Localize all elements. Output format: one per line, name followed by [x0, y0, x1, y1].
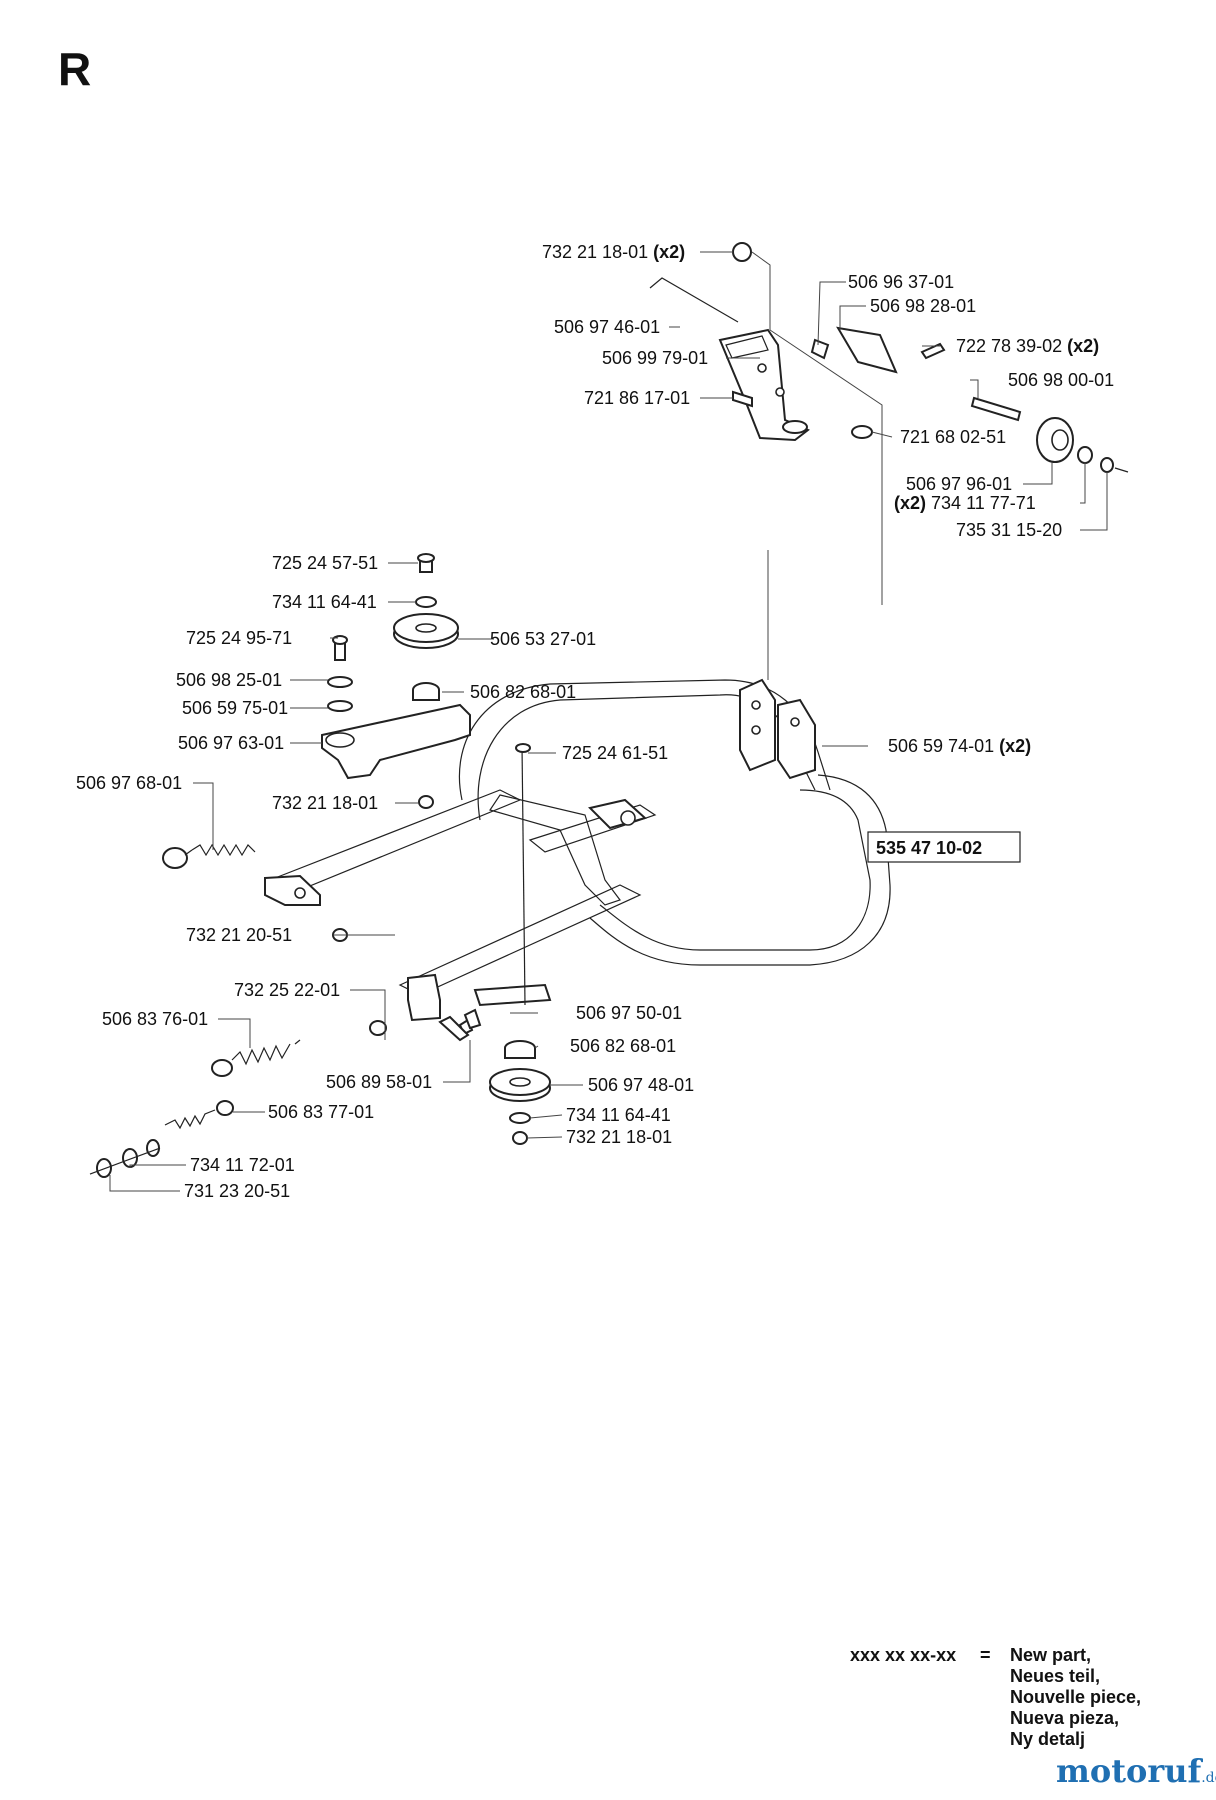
part-label-p28: 506 97 50-01 [576, 1003, 682, 1023]
part-label-p36: 731 23 20-51 [184, 1181, 290, 1201]
part-label-p21: 506 59 74-01 (x2) [888, 736, 1031, 756]
part-label-p34: 732 21 18-01 [566, 1127, 672, 1147]
part-label-p7: 506 98 00-01 [1008, 370, 1114, 390]
upper-pulley [321, 553, 471, 942]
part-label-p15: 725 24 95-71 [186, 628, 292, 648]
part-label-p1: 732 21 18-01 (x2) [542, 242, 685, 262]
part-label-p14: 734 11 64-41 [272, 592, 377, 612]
legend-line: Nouvelle piece, [1010, 1687, 1142, 1707]
part-label-p30: 506 89 58-01 [326, 1072, 432, 1092]
spring-lower [89, 1008, 482, 1178]
legend-line: New part, [1010, 1645, 1092, 1665]
legend-line: Neues teil, [1010, 1666, 1101, 1686]
part-label-p5: 722 78 39-02 (x2) [956, 336, 1099, 356]
section-letter: R [58, 43, 92, 95]
part-label-p9: 721 68 02-51 [900, 427, 1006, 447]
part-label-p17: 506 98 25-01 [176, 670, 282, 690]
part-label-p4: 506 97 46-01 [554, 317, 660, 337]
part-label-p31: 506 97 48-01 [588, 1075, 694, 1095]
part-label-p24: 732 21 18-01 [272, 793, 378, 813]
legend-lines: New part, Neues teil, Nouvelle piece, Nu… [1010, 1645, 1141, 1750]
main-frame [264, 678, 891, 1022]
spring-upper [162, 843, 256, 869]
part-label-p8: 721 86 17-01 [584, 388, 690, 408]
part-label-p12: 735 31 15-20 [956, 520, 1062, 540]
legend-equals: = [980, 1645, 991, 1665]
part-label-p19: 506 59 75-01 [182, 698, 288, 718]
part-label-p25: 732 21 20-51 [186, 925, 292, 945]
part-label-p22: 725 24 61-51 [562, 743, 668, 763]
part-label-p11: (x2) 734 11 77-71 [894, 493, 1036, 513]
part-label-p6: 506 99 79-01 [602, 348, 708, 368]
assembly-callout: 535 47 10-02 [867, 831, 1021, 863]
part-label-p3: 506 98 28-01 [870, 296, 976, 316]
part-label-p2: 506 96 37-01 [848, 272, 954, 292]
watermark-brand: motoruf [1056, 1752, 1202, 1790]
part-label-p18: 506 82 68-01 [470, 682, 576, 702]
assembly-number: 535 47 10-02 [876, 838, 982, 858]
part-label-p32: 506 83 77-01 [268, 1102, 374, 1122]
part-label-p10: 506 97 96-01 [906, 474, 1012, 494]
part-label-p23: 506 97 68-01 [76, 773, 182, 793]
legend-line: Ny detalj [1010, 1729, 1086, 1749]
part-label-p35: 734 11 72-01 [190, 1155, 295, 1175]
part-label-p20: 506 97 63-01 [178, 733, 284, 753]
leader-lines [109, 251, 1108, 1192]
legend-code: xxx xx xx-xx [850, 1645, 957, 1665]
part-label-p33: 734 11 64-41 [566, 1105, 671, 1125]
legend-line: Nueva pieza, [1010, 1708, 1120, 1728]
lower-pulley [369, 743, 551, 1145]
part-label-p13: 725 24 57-51 [272, 553, 378, 573]
watermark-suffix: .de [1201, 1770, 1216, 1786]
part-label-p29: 506 82 68-01 [570, 1036, 676, 1056]
part-label-p27: 506 83 76-01 [102, 1009, 208, 1029]
part-label-p16: 506 53 27-01 [490, 629, 596, 649]
watermark-logo: motoruf.de [1056, 1752, 1216, 1790]
part-labels: 732 21 18-01 (x2) 506 96 37-01 506 98 28… [76, 242, 1114, 1201]
part-label-p26: 732 25 22-01 [234, 980, 340, 1000]
